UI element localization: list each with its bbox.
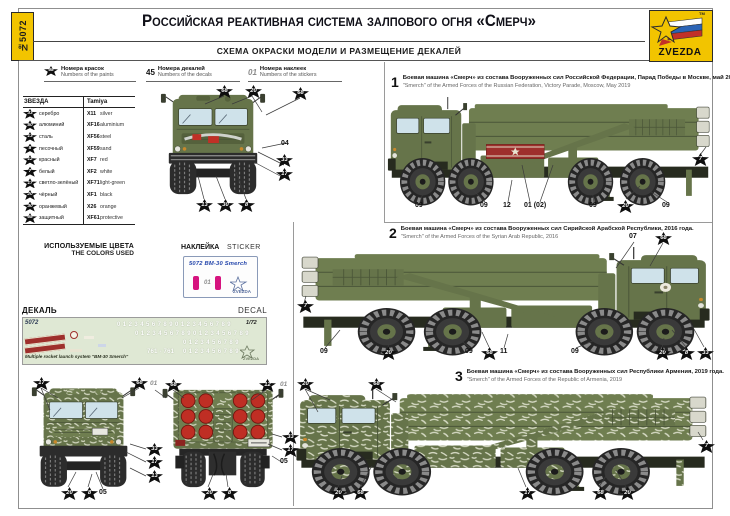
rear-view-camo [161, 388, 285, 488]
sticker-callout: 01 [150, 380, 158, 387]
front-view-parade [160, 93, 266, 195]
svg-text:ZVEZDA: ZVEZDA [233, 289, 252, 294]
decal-callout: 09 [480, 202, 488, 209]
decal-callout: 09 [662, 202, 670, 209]
decal-digits-row: 0 1 2 3 4 5 6 7 8 9 0 1 2 3 4 5 6 7 8 9 [135, 331, 250, 337]
license-plate [92, 428, 109, 436]
kit-number: №5072 [17, 20, 28, 53]
roundel-decal [70, 331, 78, 339]
paint-star-icon: 50 [23, 120, 37, 131]
decal-callout: 07 [629, 233, 637, 240]
zvezda-logo: ZVEZDA [649, 10, 713, 62]
paint-star-icon: 33 [23, 108, 37, 119]
sticker-number-example: 01 [248, 68, 257, 77]
vehicle-3-side-view [294, 385, 712, 498]
sheet-frame [18, 8, 713, 509]
small-decal [70, 349, 82, 352]
decal-sheet [22, 317, 267, 365]
sticker-heading-en: STICKER [227, 244, 261, 251]
kit-number-tab: №5072 [11, 12, 34, 61]
decal-callout: 12 [503, 202, 511, 209]
decal-callout: 11 [500, 348, 508, 355]
front-view-camo [31, 386, 136, 488]
vehicle-2-side-view [296, 245, 712, 358]
colors-used-heading: ИСПОЛЬЗУЕМЫЕ ЦВЕТА THE COLORS USED [44, 243, 134, 257]
decal-callout: 09 [415, 202, 423, 209]
zvezda-sketch-logo: ZVEZDA [230, 276, 254, 294]
sticker-number: 01 [204, 280, 211, 286]
divider [293, 222, 294, 506]
decal-number-example: 45 [146, 68, 155, 77]
mirror-sticker [193, 276, 199, 290]
decal-callout: 04 [281, 140, 289, 147]
divider [33, 41, 645, 42]
decal-digits-row: 0 1 2 3 4 5 6 7 8 9 [183, 349, 239, 355]
divider [384, 62, 385, 222]
decal-heading-en: DECAL [238, 306, 268, 315]
svg-text:ZVEZDA: ZVEZDA [659, 47, 702, 58]
paint-star-icon: 7 [23, 166, 37, 177]
small-decal [84, 336, 94, 339]
paint-star-icon: 17 [23, 178, 37, 189]
decal-digits-row: 0 1 2 3 4 5 6 7 8 9 0 1 2 3 4 5 6 7 8 9 [117, 322, 232, 328]
decal-sheet-caption: Multiple rocket launch system "BM-30 Sme… [25, 354, 129, 359]
decal-callout: 09 [571, 348, 579, 355]
parade-chrome-and-flags [170, 133, 256, 161]
decal-board-number: 761 - 761 [147, 349, 175, 355]
small-decal [98, 344, 106, 347]
decal-scale: 1/72 [246, 320, 257, 326]
sticker-sheet-title: 5072 BM-30 Smerch [189, 261, 248, 267]
paint-star-icon: 12 [23, 155, 37, 166]
trademark: TM [699, 11, 705, 16]
divider [384, 222, 712, 223]
paint-star-icon: 68 [23, 213, 37, 224]
vehicle-1-side-view [386, 95, 714, 208]
page-subtitle: СХЕМА ОКРАСКИ МОДЕЛИ И РАЗМЕЩЕНИЕ ДЕКАЛЕ… [216, 46, 462, 56]
decal-callout: 09 [320, 348, 328, 355]
svg-text:ZVEZDA: ZVEZDA [243, 356, 259, 361]
decal-callout: 01 (02) [524, 202, 547, 209]
paint-table-header: ЗВЕЗДА Tamiya [23, 97, 135, 108]
vehicle-1-caption: 1 Боевая машина «Смерч» из состава Воору… [391, 74, 730, 90]
sticker-callout: 01 [280, 381, 288, 388]
decal-kit-number: 5072 [25, 320, 39, 326]
vehicle-3-caption: 3 Боевая машина «Смерч» из состава Воору… [455, 368, 724, 384]
paint-star-icon: 20 [23, 189, 37, 200]
decal-callout: 09 [589, 202, 597, 209]
mirror-sticker [215, 276, 221, 290]
parade-band [486, 144, 545, 159]
paint-star-icon: 13 [23, 131, 37, 142]
paint-star-icon: 30 [23, 201, 37, 212]
page-title: Российская реактивная система залпового … [142, 12, 536, 30]
decal-heading-ru: ДЕКАЛЬ [22, 306, 57, 315]
sticker-heading-ru: НАКЛЕЙКА [181, 244, 220, 251]
decal-digits-row: 0 1 2 3 4 5 6 7 8 9 [183, 340, 239, 346]
decal-callout: 05 [99, 489, 107, 496]
decal-callout: 09 [465, 348, 473, 355]
divider [19, 60, 711, 61]
zvezda-sketch-logo: ZVEZDA [240, 345, 262, 361]
paint-star-icon: 8 [23, 143, 37, 154]
paint-star-icon: 68 [44, 66, 58, 76]
vehicle-2-caption: 2 Боевая машина «Смерч» из состава Воору… [389, 225, 694, 241]
decal-callout: 05 [280, 458, 288, 465]
